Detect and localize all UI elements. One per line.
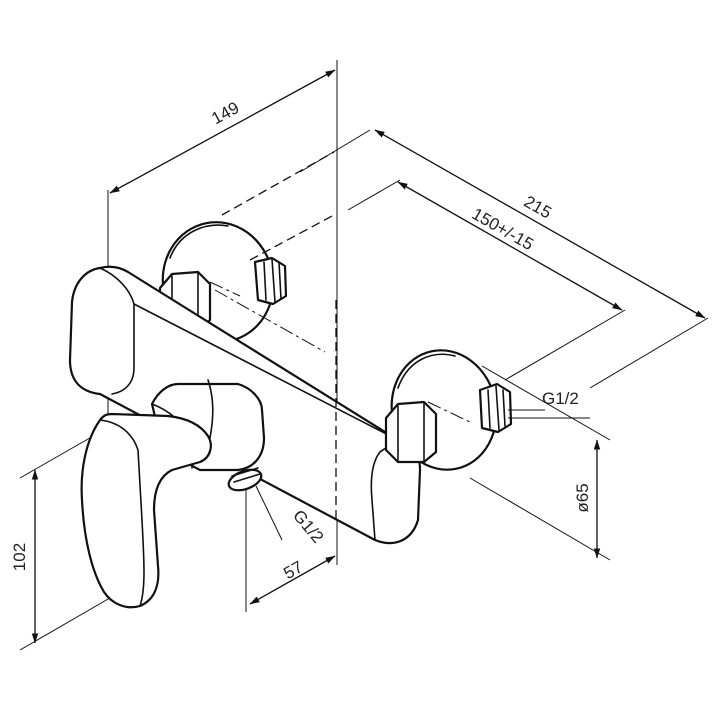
leader-outlet-thread [255,485,283,541]
outlet-thread [227,467,263,492]
extension-line-215-end [589,317,709,389]
extension-line-65-bottom [469,477,611,561]
label-inlet-thread: G1/2 [542,389,579,408]
dimension-line-149 [109,69,336,194]
dimension-line-215 [374,129,706,319]
right-inlet-connector [384,382,513,464]
extension-line-65-top [481,365,611,441]
dimension-102: 102 [10,434,116,651]
dimension-label-65: ø65 [573,483,592,512]
extension-line-150-start [347,179,401,211]
dimension-line-57 [249,555,336,605]
dimension-label-102: 102 [10,543,29,571]
callout-inlet-thread: G1/2 [508,389,590,419]
dimension-215: 215 [299,129,709,389]
extension-line-150-end [504,309,626,381]
dimension-label-57: 57 [280,557,306,583]
lever-handle[interactable] [80,412,212,609]
body-center-line [214,289,326,353]
dimension-line-150 [397,181,623,311]
dimension-65: ø65 [469,365,611,561]
dimension-150: 150+/-15 [347,179,626,381]
extension-line-102-bottom [19,594,116,651]
dimension-label-215: 215 [521,192,555,223]
